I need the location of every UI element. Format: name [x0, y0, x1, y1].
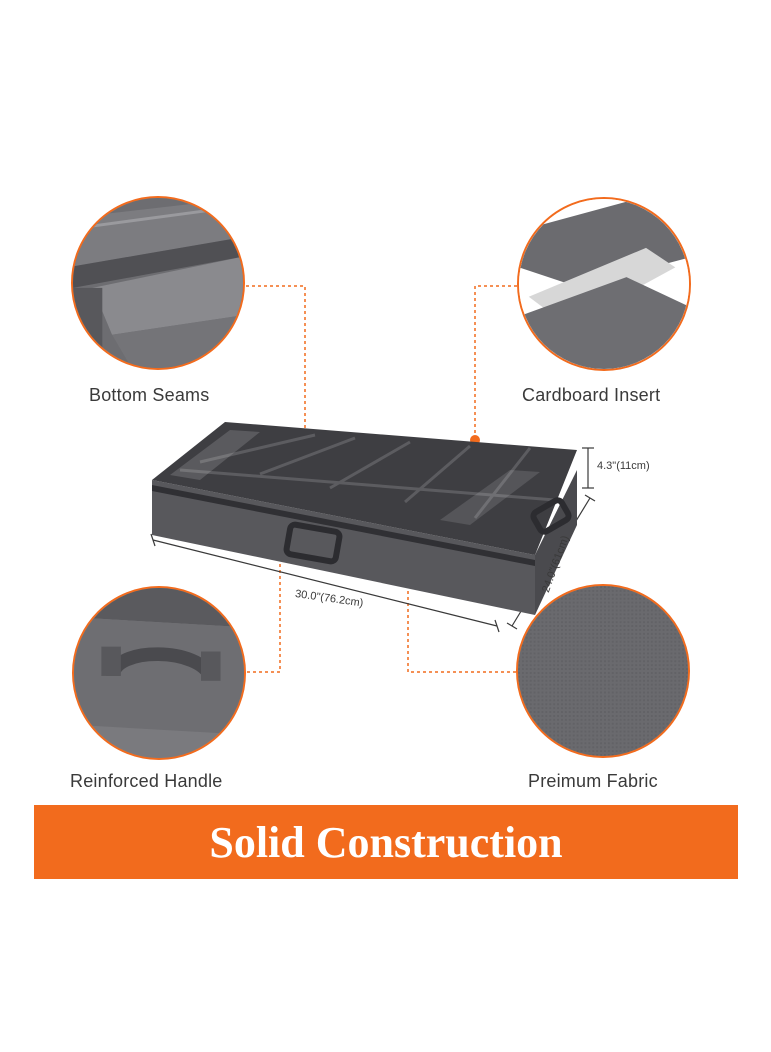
cardboard-insert-photo — [517, 197, 691, 371]
shoe-organizer-product — [140, 410, 610, 640]
bottom-seams-label: Bottom Seams — [89, 385, 210, 405]
premium-fabric-label: Preimum Fabric — [528, 771, 658, 791]
bottom-seams-photo — [71, 196, 245, 370]
height-dimension: 4.3"(11cm) — [597, 460, 650, 472]
reinforced-handle-photo — [72, 586, 246, 760]
premium-fabric-photo — [516, 584, 690, 758]
banner-title: Solid Construction — [209, 817, 563, 867]
solid-construction-banner: Solid Construction — [34, 805, 738, 879]
cardboard-insert-label: Cardboard Insert — [522, 385, 661, 405]
reinforced-handle-label: Reinforced Handle — [70, 771, 223, 791]
